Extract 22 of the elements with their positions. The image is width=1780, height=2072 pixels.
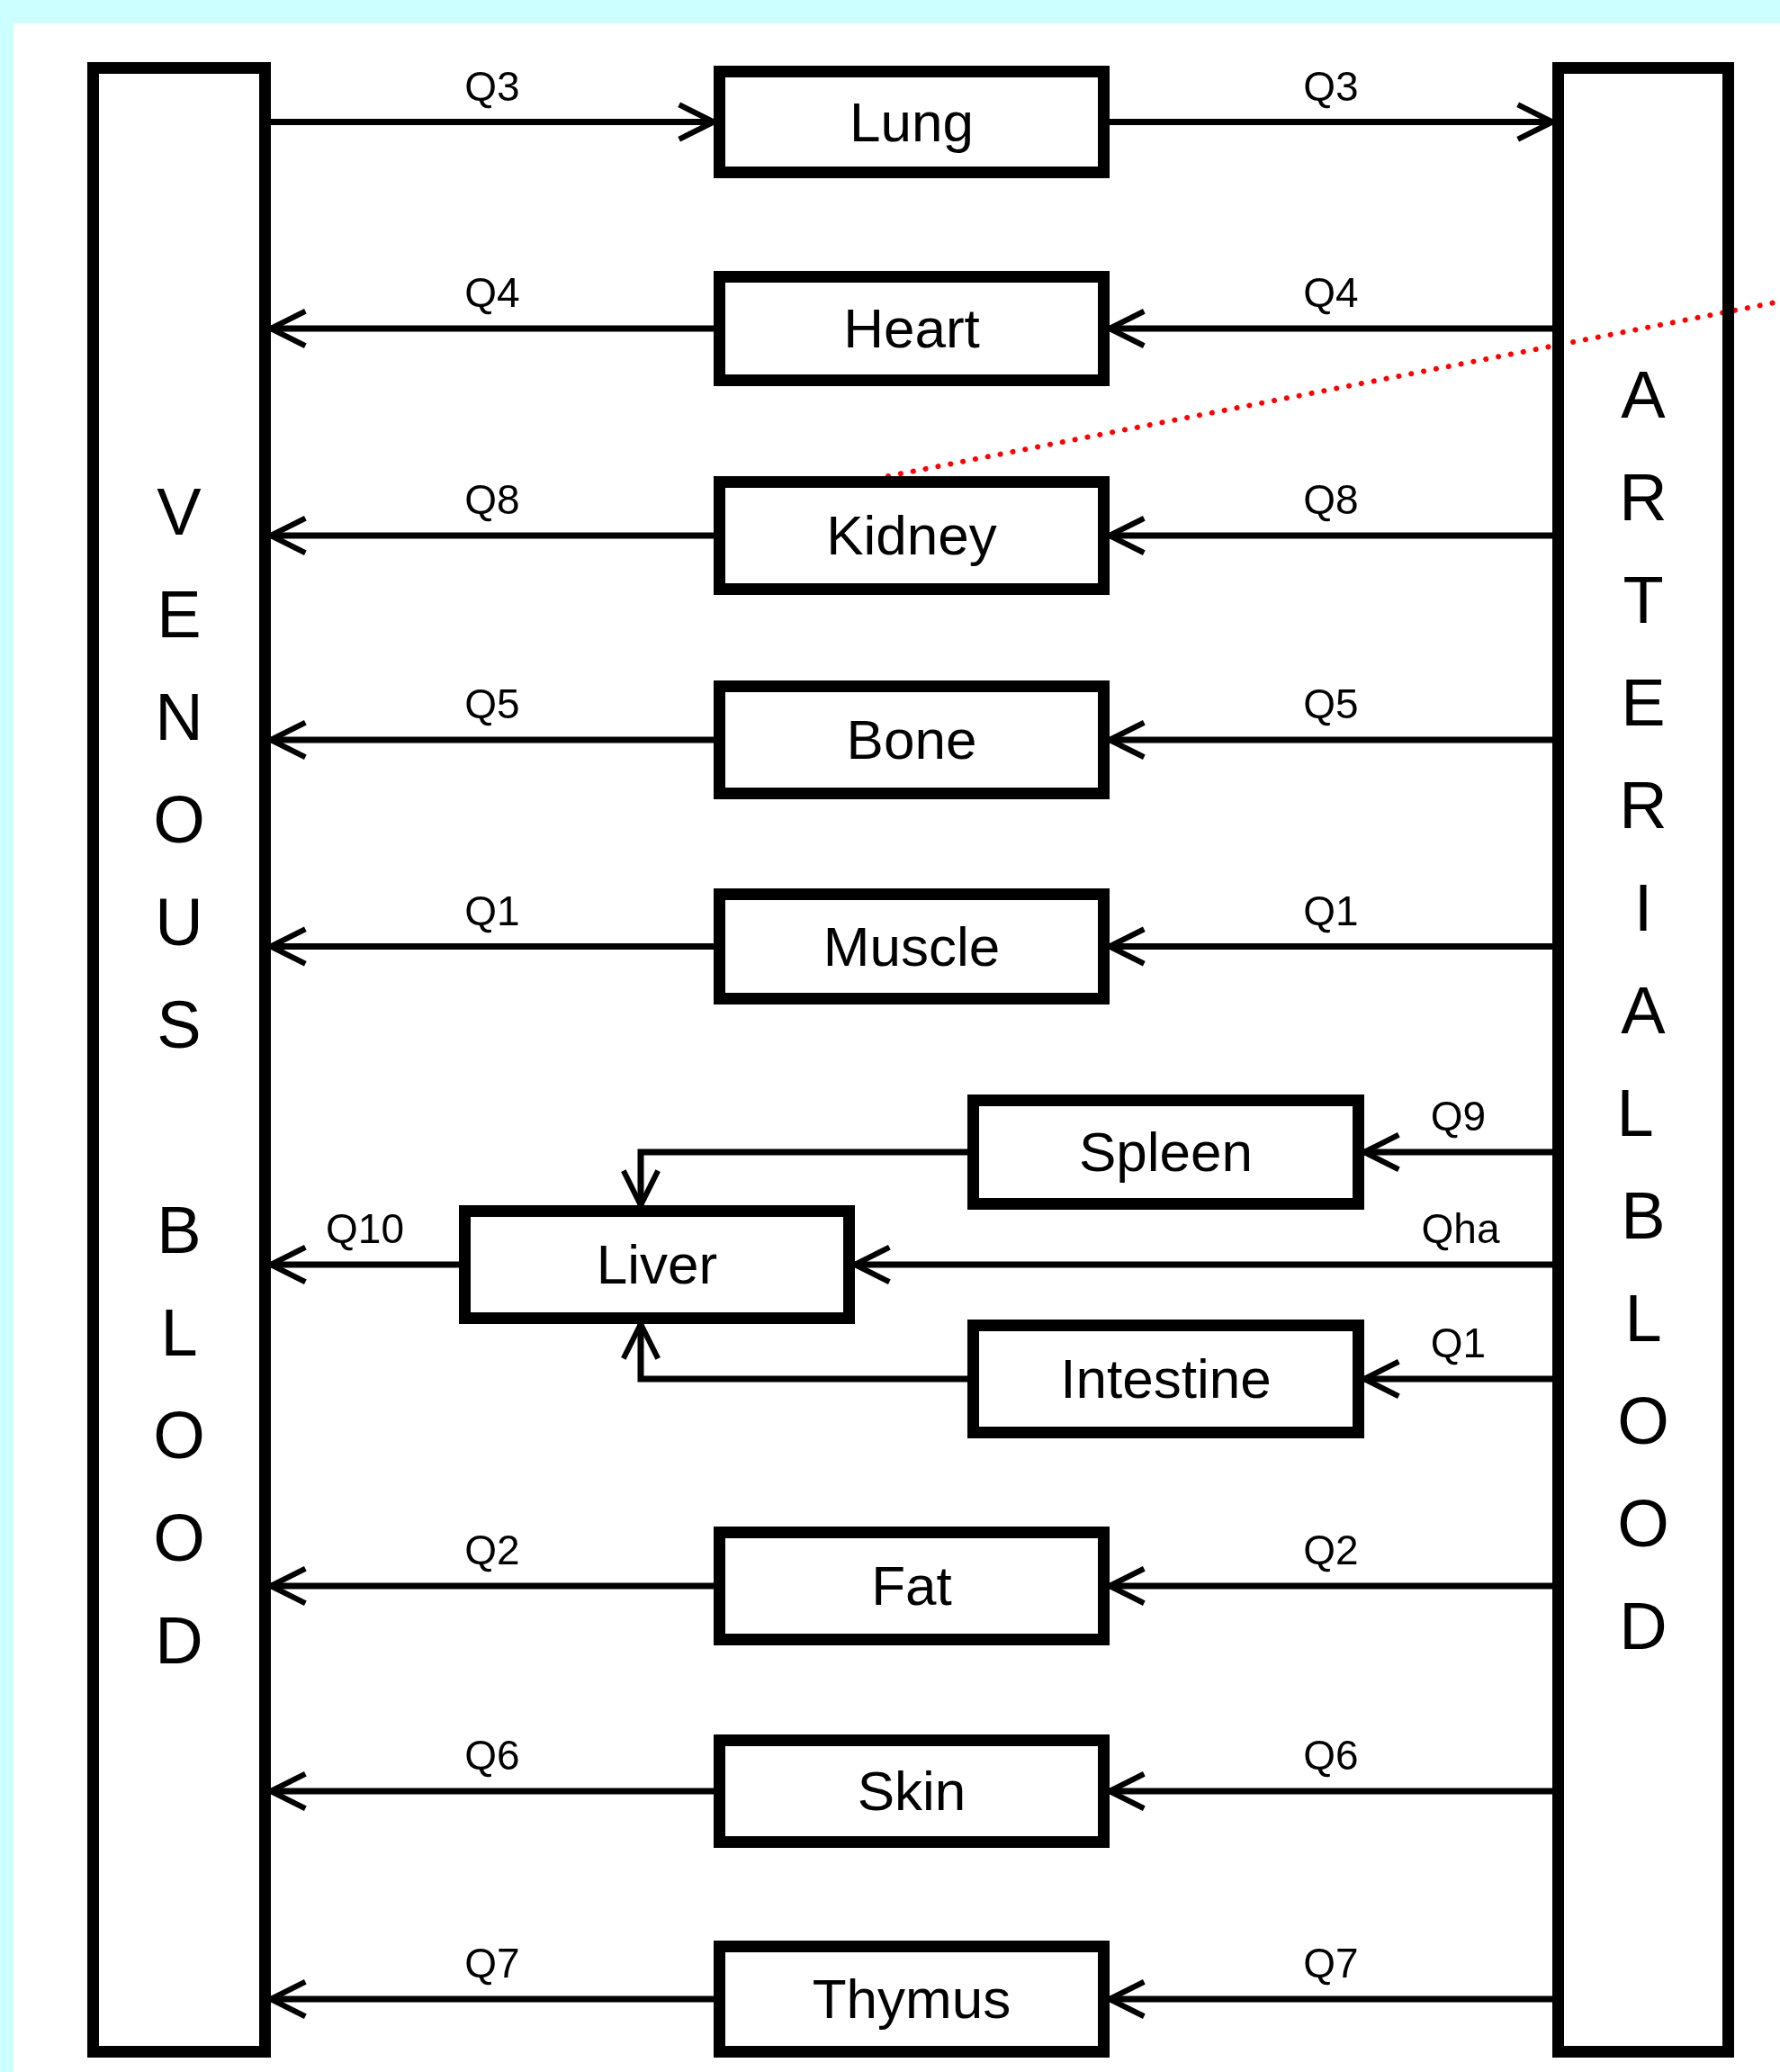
organ-label: Fat <box>871 1558 952 1614</box>
organ-label: Muscle <box>823 918 1001 975</box>
organ-label: Bone <box>846 712 977 768</box>
vertical-label: ARTERIAL BLOOD <box>1616 356 1670 1665</box>
organ-box <box>967 1095 1364 1210</box>
organ-box <box>714 66 1110 178</box>
organ-box <box>714 1734 1110 1848</box>
organ-box <box>714 888 1110 1004</box>
organ-label: Skin <box>857 1763 966 1819</box>
organ-box <box>459 1205 855 1324</box>
organ-box <box>714 1941 1110 2058</box>
organ-label: Liver <box>596 1237 718 1293</box>
organ-box <box>714 271 1110 386</box>
blood-pool-bar <box>1552 62 1734 2058</box>
vertical-label: VENOUS BLOOD <box>152 473 206 1680</box>
organ-box <box>714 476 1110 595</box>
organ-box <box>714 680 1110 799</box>
organ-label: Heart <box>843 301 980 356</box>
organ-label: Intestine <box>1060 1351 1272 1407</box>
organ-box <box>967 1320 1364 1438</box>
organ-box <box>714 1527 1110 1645</box>
blood-pool-bar <box>87 62 271 2058</box>
